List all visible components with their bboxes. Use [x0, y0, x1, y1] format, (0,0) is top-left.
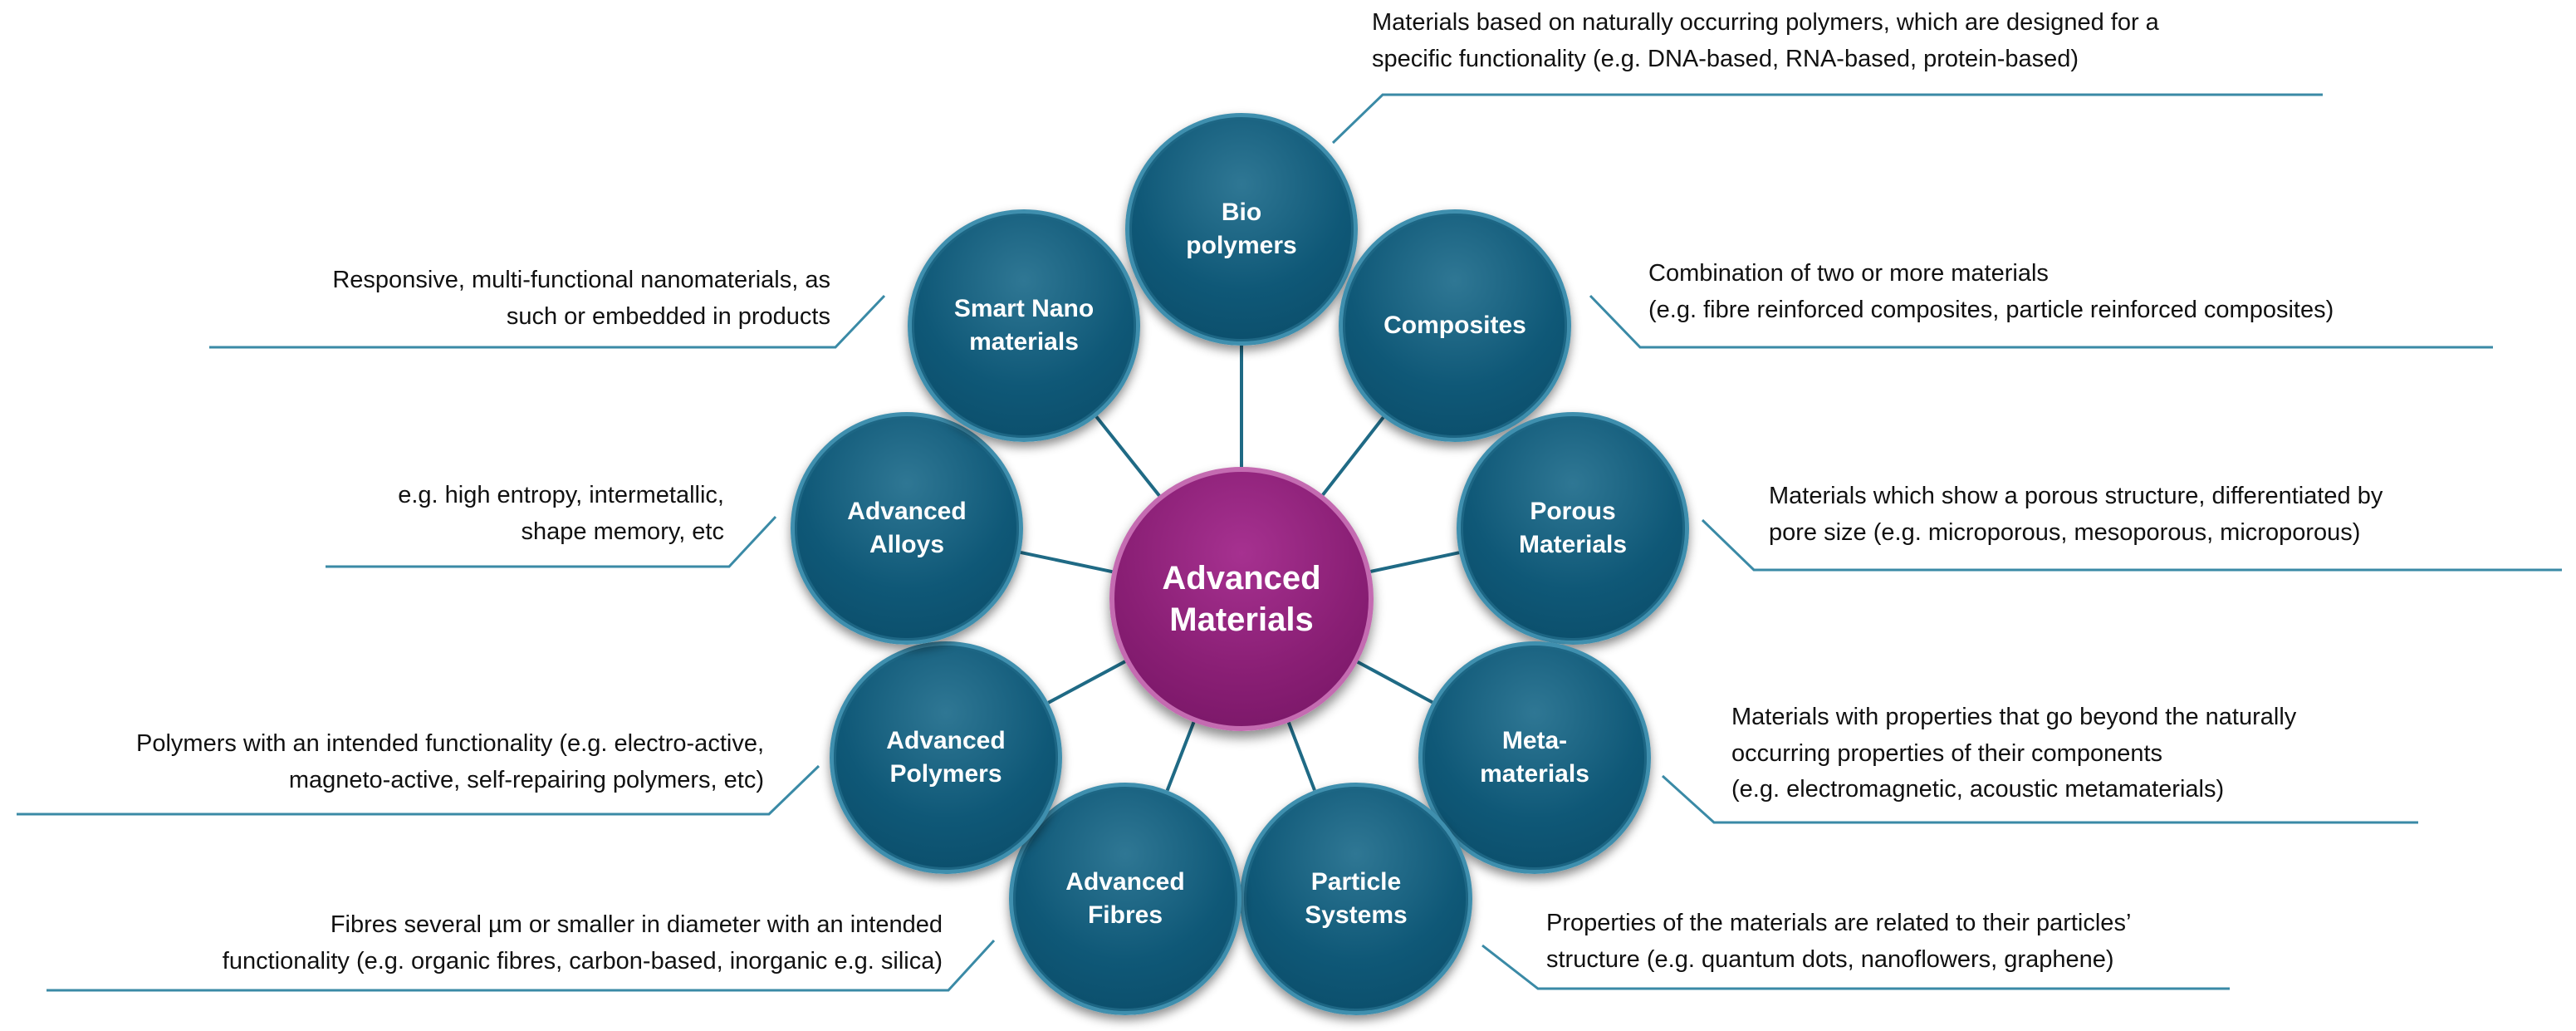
description-bio-polymers: Materials based on naturally occurring p… [1372, 9, 2159, 72]
node-label-smart-nano-materials: Smart Nano materials [953, 294, 1095, 356]
node-advanced-alloys: Advanced Alloys [791, 412, 1023, 645]
description-smart-nano-materials: Responsive, multi-functional nanomateria… [332, 267, 830, 330]
node-particle-systems: Particle Systems [1240, 783, 1472, 1015]
description-porous-materials: Materials which show a porous structure,… [1769, 483, 2383, 546]
node-bio-polymers: Bio polymers [1125, 113, 1358, 346]
description-advanced-alloys: e.g. high entropy, intermetallic, shape … [398, 482, 724, 545]
description-composites: Combination of two or more materials (e.… [1648, 260, 2334, 323]
description-particle-systems: Properties of the materials are related … [1546, 910, 2132, 973]
connector-smart-nano-materials [1095, 415, 1161, 497]
connector-advanced-fibres [1165, 721, 1196, 792]
connector-meta-materials [1356, 660, 1433, 705]
node-label-bio-polymers: Bio polymers [1186, 198, 1297, 260]
callout-line-advanced-polymers [17, 764, 820, 816]
node-composites: Composites [1339, 209, 1571, 442]
connector-advanced-alloys [1020, 550, 1113, 574]
callout-line-porous-materials [1701, 518, 2562, 572]
node-smart-nano-materials: Smart Nano materials [908, 209, 1140, 442]
center-node-label: Advanced Materials [1162, 560, 1321, 638]
center-node: Advanced Materials [1109, 467, 1374, 731]
connector-advanced-polymers [1047, 660, 1126, 705]
callout-line-smart-nano-materials [209, 294, 886, 349]
node-label-advanced-polymers: Advanced Polymers [886, 726, 1006, 788]
connector-composites [1321, 416, 1385, 496]
connector-porous-materials [1370, 551, 1460, 573]
node-label-meta-materials: Meta- materials [1480, 726, 1589, 788]
callout-line-meta-materials [1661, 774, 2418, 824]
callout-line-bio-polymers [1331, 93, 2323, 145]
callout-line-advanced-alloys [326, 515, 777, 568]
node-label-particle-systems: Particle Systems [1305, 867, 1408, 930]
node-label-composites: Composites [1383, 311, 1526, 339]
description-meta-materials: Materials with properties that go beyond… [1731, 704, 2297, 803]
callout-line-composites [1589, 294, 2493, 349]
connector-particle-systems [1286, 721, 1316, 791]
callout-line-advanced-fibres [47, 939, 996, 992]
node-porous-materials: Porous Materials [1457, 412, 1689, 645]
node-label-advanced-fibres: Advanced Fibres [1065, 867, 1185, 930]
callout-line-particle-systems [1481, 944, 2230, 990]
node-label-advanced-alloys: Advanced Alloys [847, 497, 967, 559]
node-advanced-fibres: Advanced Fibres [1009, 783, 1241, 1015]
node-meta-materials: Meta- materials [1418, 641, 1651, 874]
node-advanced-polymers: Advanced Polymers [830, 641, 1062, 874]
description-advanced-fibres: Fibres several µm or smaller in diameter… [222, 911, 943, 975]
description-advanced-polymers: Polymers with an intended functionality … [136, 730, 764, 793]
node-label-porous-materials: Porous Materials [1518, 497, 1628, 559]
